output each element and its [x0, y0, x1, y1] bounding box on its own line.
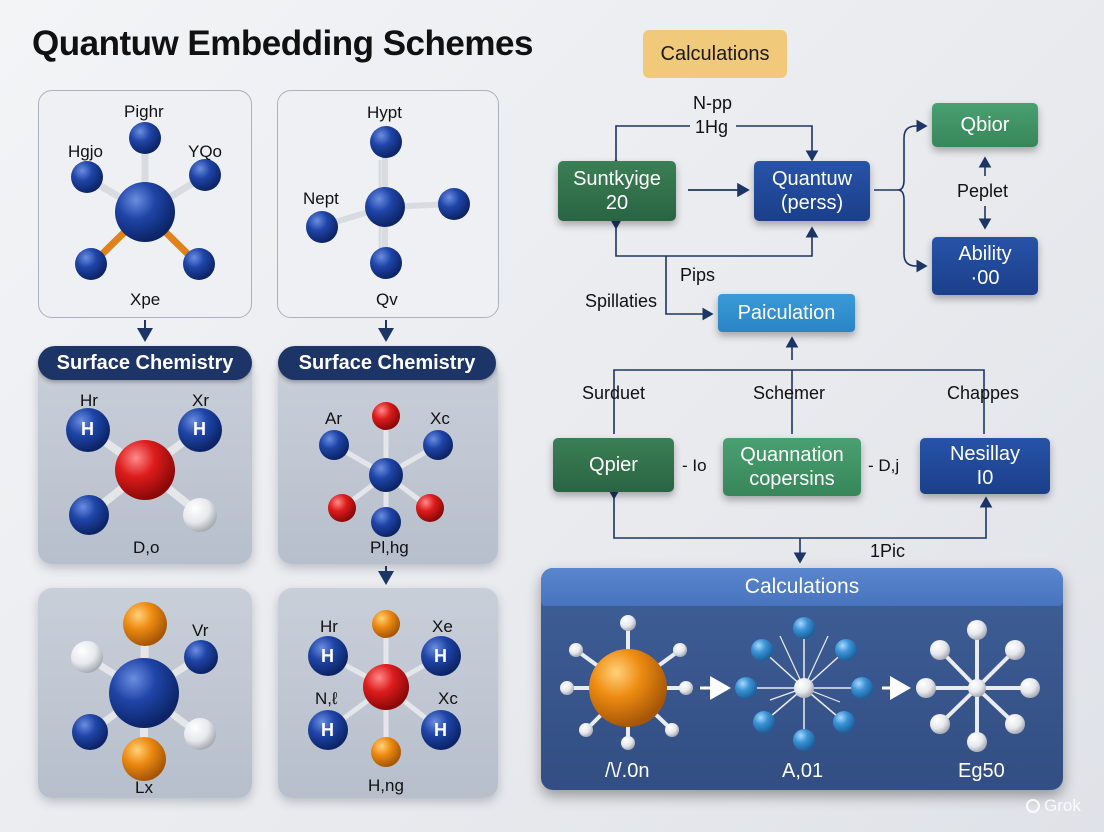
label-1hg: 1Hg [695, 117, 729, 137]
mol4-label-bottom: Pl,hg [370, 538, 409, 557]
bottom-molecule-3 [916, 620, 1040, 752]
mol6-label-ml: N,ℓ [315, 689, 338, 708]
box-nesillay-line1: Nesillay [949, 443, 1021, 465]
mol5-label-bottom: Lx [135, 778, 153, 797]
molecule-5 [71, 602, 218, 781]
box-ability: Ability ·00 [932, 237, 1038, 295]
mol1-label-left: Hgjo [68, 142, 103, 161]
molecule-2 [306, 126, 470, 279]
mol4-label-tl: Ar [325, 409, 342, 428]
mol3-label-tl: Hr [80, 391, 98, 410]
label-io: - Io [682, 456, 707, 475]
box-suntkyige-line2: 20 [605, 192, 629, 214]
mol3-atom-h1: H [81, 419, 94, 439]
bottom-molecule-2 [735, 617, 873, 751]
mol6-atom-h-3: H [321, 720, 334, 740]
box-quantuw-line1: Quantuw [771, 168, 853, 190]
surface-chemistry-header-1: Surface Chemistry [38, 346, 252, 380]
mol2-label-top: Hypt [367, 103, 402, 122]
molecule-1 [71, 122, 221, 280]
page-title: Quantuw Embedding Schemes [32, 24, 533, 63]
mol1-label-right: YQo [188, 142, 223, 161]
connector-lower-bracket [613, 369, 985, 434]
box-ability-line2: ·00 [970, 267, 1000, 289]
mol4-label-tr: Xc [430, 409, 450, 428]
molecule-3 [66, 408, 222, 535]
label-schemer: Schemer [753, 383, 826, 403]
mol6-atom-h-2: H [434, 646, 447, 666]
mol6-atom-h-4: H [434, 720, 447, 740]
surface-chemistry-header-2: Surface Chemistry [278, 346, 496, 380]
calculations-panel-header: Calculations [541, 568, 1063, 606]
mol1-label-bottom: Xpe [130, 290, 161, 309]
box-qbior: Qbior [932, 103, 1038, 147]
connector-top-right [736, 125, 819, 162]
label-dj: - D,j [868, 456, 900, 475]
molecule-6 [308, 610, 461, 767]
label-peplet: Peplet [957, 181, 1009, 201]
label-spillaties: Spillaties [585, 291, 658, 311]
bottom-molecule-1 [560, 615, 693, 750]
bottom-label-2: A,01 [782, 760, 824, 782]
box-quantuw: Quantuw (perss) [754, 161, 870, 221]
mol1-label-top: Pighr [124, 102, 164, 121]
box-quannation-line2: copersins [749, 468, 835, 490]
watermark-text: Grok [1044, 796, 1081, 815]
mol6-label-mr: Xc [438, 689, 458, 708]
connector-top-left [609, 125, 690, 170]
connector-mid-loop [609, 218, 819, 257]
box-suntkyige: Suntkyige 20 [558, 161, 676, 221]
mol6-atom-h-1: H [321, 646, 334, 666]
label-pips: Pips [680, 265, 716, 285]
label-1pic: 1Pic [870, 541, 906, 561]
mol5-label-tr: Vr [192, 621, 209, 640]
bottom-label-1: /\/.0n [605, 760, 650, 782]
label-npp: N-pp [693, 93, 733, 113]
label-surduet: Surduet [582, 383, 646, 403]
label-chappes: Chappes [947, 383, 1020, 403]
box-quannation: Quannation copersins [723, 438, 861, 496]
connector-to-paiculation [665, 256, 714, 321]
mol6-label-bottom: H,ng [368, 776, 404, 795]
bottom-label-3: Eg50 [958, 760, 1005, 782]
mol2-label-left: Nept [303, 189, 339, 208]
connector-quant-split [874, 125, 926, 267]
molecule-4 [319, 402, 453, 537]
box-quannation-line1: Quannation [740, 444, 844, 466]
box-paiculation: Paiculation [718, 294, 855, 332]
connector-bottom-bracket [607, 488, 993, 539]
mol3-label-bottom: D,o [133, 538, 160, 557]
mol6-label-tl: Hr [320, 617, 338, 636]
mol3-atom-h2: H [193, 419, 206, 439]
mol6-label-tr: Xe [432, 617, 453, 636]
box-qpier: Qpier [553, 438, 674, 492]
box-nesillay-line2: I0 [976, 467, 994, 489]
grok-watermark: Grok [1026, 796, 1081, 816]
mol2-label-bottom: Qv [376, 290, 398, 309]
box-suntkyige-line1: Suntkyige [573, 168, 661, 190]
box-nesillay: Nesillay I0 [920, 438, 1050, 494]
mol3-label-tr: Xr [192, 391, 209, 410]
box-quantuw-line2: (perss) [780, 192, 844, 214]
box-ability-line1: Ability [958, 243, 1012, 265]
grok-logo-icon [1026, 799, 1040, 813]
calculations-top-box: Calculations [643, 30, 787, 78]
